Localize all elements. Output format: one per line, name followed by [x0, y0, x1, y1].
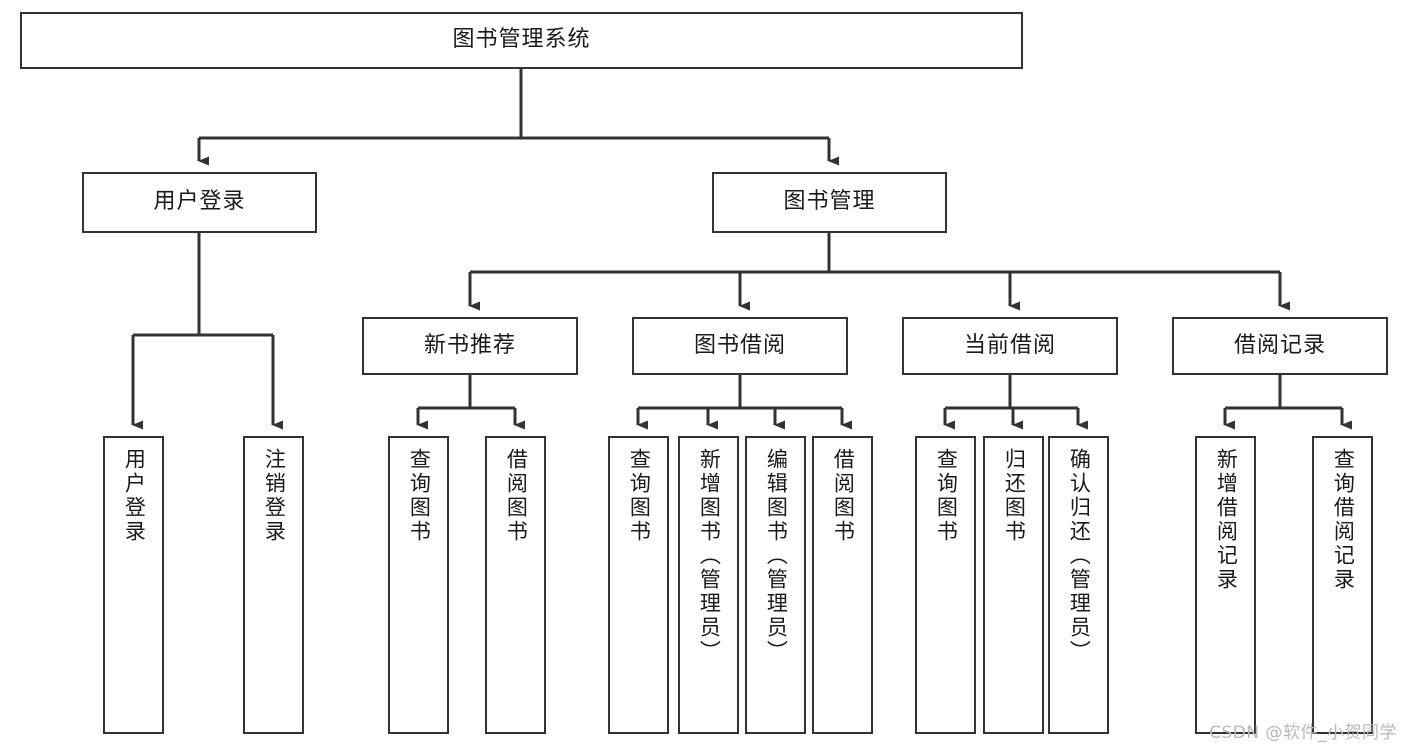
node-leaf-query-book-1[interactable]: 查询图书	[388, 436, 449, 734]
node-leaf-borrow-book-2-label: 借阅图书	[831, 448, 856, 544]
node-leaf-user-login-label: 用户登录	[122, 448, 147, 544]
node-leaf-borrow-book-1[interactable]: 借阅图书	[485, 436, 546, 734]
node-leaf-edit-book-label: 编辑图书（管理员）	[764, 448, 789, 664]
watermark-text: CSDN @软件_小贺同学	[1209, 723, 1397, 743]
node-leaf-query-record[interactable]: 查询借阅记录	[1312, 436, 1373, 734]
node-leaf-return-book-label: 归还图书	[1002, 448, 1027, 544]
node-leaf-user-logout[interactable]: 注销登录	[243, 436, 304, 734]
node-current-borrow[interactable]: 当前借阅	[902, 317, 1118, 375]
node-leaf-confirm-return-label: 确认归还（管理员）	[1067, 448, 1092, 664]
node-leaf-add-book-label: 新增图书（管理员）	[697, 448, 722, 664]
node-current-borrow-label: 当前借阅	[963, 332, 1056, 358]
node-leaf-borrow-book-1-label: 借阅图书	[504, 448, 529, 544]
node-leaf-add-book[interactable]: 新增图书（管理员）	[678, 436, 739, 734]
node-user-login[interactable]: 用户登录	[82, 172, 317, 233]
node-book-borrow[interactable]: 图书借阅	[632, 317, 848, 375]
node-leaf-add-record[interactable]: 新增借阅记录	[1195, 436, 1256, 734]
node-leaf-query-book-2[interactable]: 查询图书	[608, 436, 669, 734]
node-borrow-record[interactable]: 借阅记录	[1172, 317, 1388, 375]
node-leaf-query-book-1-label: 查询图书	[407, 448, 432, 544]
node-book-manage-label: 图书管理	[783, 189, 876, 215]
node-root[interactable]: 图书管理系统	[20, 12, 1023, 69]
node-leaf-query-book-3-label: 查询图书	[934, 448, 959, 544]
node-book-manage[interactable]: 图书管理	[712, 172, 947, 233]
node-root-label: 图书管理系统	[452, 27, 591, 53]
node-leaf-query-book-3[interactable]: 查询图书	[915, 436, 976, 734]
node-leaf-user-login[interactable]: 用户登录	[103, 436, 164, 734]
node-leaf-user-logout-label: 注销登录	[262, 448, 287, 544]
node-leaf-query-record-label: 查询借阅记录	[1331, 448, 1356, 592]
node-leaf-query-book-2-label: 查询图书	[627, 448, 652, 544]
node-leaf-borrow-book-2[interactable]: 借阅图书	[812, 436, 873, 734]
node-leaf-add-record-label: 新增借阅记录	[1214, 448, 1239, 592]
node-new-book-recommend-label: 新书推荐	[423, 332, 516, 358]
node-leaf-confirm-return[interactable]: 确认归还（管理员）	[1048, 436, 1109, 734]
node-book-borrow-label: 图书借阅	[693, 332, 786, 358]
node-user-login-label: 用户登录	[153, 189, 246, 215]
node-borrow-record-label: 借阅记录	[1233, 332, 1326, 358]
node-leaf-return-book[interactable]: 归还图书	[983, 436, 1044, 734]
node-leaf-edit-book[interactable]: 编辑图书（管理员）	[745, 436, 806, 734]
node-new-book-recommend[interactable]: 新书推荐	[362, 317, 578, 375]
